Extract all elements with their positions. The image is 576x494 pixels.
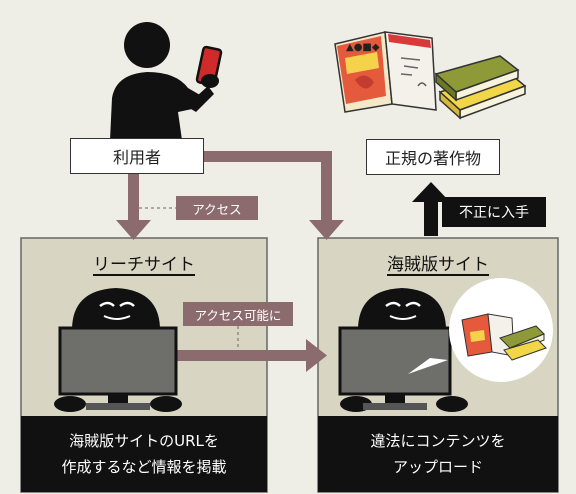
monitor-icon <box>338 326 452 410</box>
arrow-user-to-pirate-vertical <box>321 151 332 222</box>
leech-caption-line-2: 作成するなど情報を掲載 <box>61 458 227 476</box>
arrow-leech-to-pirate-head <box>306 339 327 372</box>
access-possible-label: アクセス可能に <box>183 302 293 326</box>
monitor-icon <box>58 326 178 410</box>
hooded-figure-icon <box>54 288 182 412</box>
book-icon: ▲●■◆ <box>334 31 437 113</box>
theft-arrow <box>412 182 450 236</box>
pirate-caption-line-1: 違法にコンテンツを <box>370 432 506 450</box>
arrow-user-to-pirate-horizontal <box>204 151 332 162</box>
leech-site-title: リーチサイト <box>93 255 195 275</box>
access-label: アクセス <box>176 196 258 220</box>
speech-bubble-icon <box>408 278 553 382</box>
arrow-leech-to-pirate-shaft <box>155 350 308 361</box>
arrow-user-to-pirate-head <box>309 220 344 240</box>
arrow-user-to-leech-shaft <box>128 160 139 222</box>
pirate-caption-line-2: アップロード <box>392 458 483 476</box>
user-label: 利用者 <box>70 138 204 174</box>
arrow-user-to-leech-head <box>116 220 151 240</box>
leech-caption-line-1: 海賊版サイトのURLを <box>69 432 219 450</box>
official-works-label: 正規の著作物 <box>366 139 500 175</box>
book-icon <box>434 55 527 120</box>
pirate-site-title: 海賊版サイト <box>387 255 489 275</box>
leader-lines <box>139 207 239 350</box>
pirate-site-caption: 違法にコンテンツを アップロード <box>318 416 558 492</box>
theft-label: 不正に入手 <box>442 197 546 227</box>
leech-site-caption: 海賊版サイトのURLを 作成するなど情報を掲載 <box>21 416 267 492</box>
svg-text:▲●■◆: ▲●■◆ <box>346 42 380 53</box>
access-arrows <box>116 151 344 372</box>
user-with-phone-icon <box>110 22 223 140</box>
